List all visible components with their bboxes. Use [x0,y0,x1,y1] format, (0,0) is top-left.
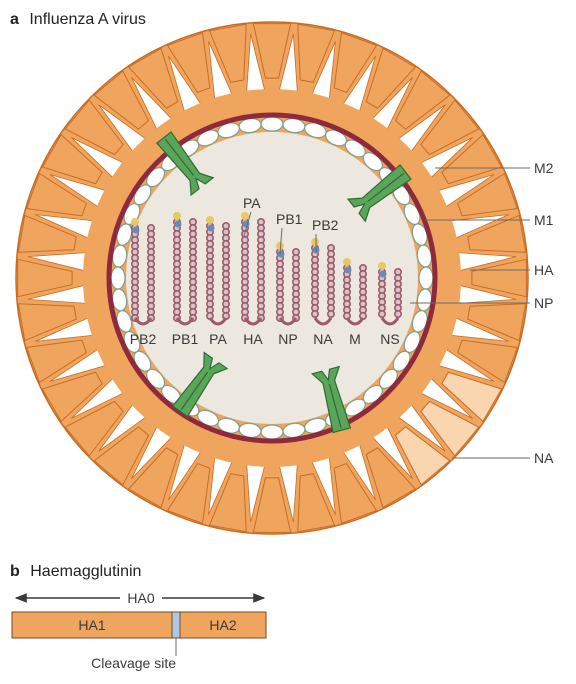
polymerase-subunit [378,262,386,270]
m1-protein [261,425,283,439]
segment-label-na: NA [313,331,333,347]
np-bead [328,311,334,317]
segment-label-pb1: PB1 [172,331,199,347]
polymerase-subunit [173,212,181,220]
polymerase-subunit [206,216,214,224]
polymerase-subunit [175,221,182,228]
polymerase-subunit [133,227,140,234]
polymerase-subunit [345,267,352,274]
virion-diagram [16,22,528,534]
polymerase-label-pb2: PB2 [312,217,339,233]
m1-protein [419,267,433,289]
polymerase-label-pa: PA [243,195,261,211]
panel-a-letter: a [10,11,19,28]
segment-label-ns: NS [380,331,399,347]
cleavage-site-label: Cleavage site [91,655,176,671]
viral-core [126,132,418,424]
callout-label-ha: HA [534,262,554,278]
np-bead [379,311,385,317]
panel-a-heading: Influenza A virus [29,11,146,28]
ha2-label: HA2 [209,617,236,633]
polymerase-label-pb1: PB1 [276,211,303,227]
segment-label-np: NP [278,331,297,347]
m1-protein [261,117,283,131]
haemagglutinin-diagram: HA0 HA1 HA2 Cleavage site [12,590,266,671]
polymerase-subunit [131,218,139,226]
ha1-label: HA1 [78,617,105,633]
callout-label-m2: M2 [534,160,554,176]
panel-a-title: a Influenza A virus [10,11,146,28]
callout-label-na: NA [534,450,554,466]
panel-b-heading: Haemagglutinin [30,563,141,580]
segment-label-pb2: PB2 [130,331,157,347]
polymerase-subunit [208,225,215,232]
panel-b-letter: b [10,563,20,580]
polymerase-subunit [278,251,285,258]
polymerase-subunit [343,258,351,266]
np-bead [395,311,401,317]
polymerase-subunit [241,212,249,220]
cleavage-site-marker [172,612,180,638]
callout-label-m1: M1 [534,212,554,228]
segment-label-m: M [349,331,361,347]
segment-label-pa: PA [209,331,227,347]
np-bead [312,311,318,317]
m1-protein [111,267,125,289]
segment-label-ha: HA [243,331,263,347]
polymerase-subunit [311,238,319,246]
ha0-label: HA0 [127,590,154,606]
polymerase-subunit [380,271,387,278]
panel-b-title: b Haemagglutinin [10,563,141,580]
callout-label-np: NP [534,295,553,311]
